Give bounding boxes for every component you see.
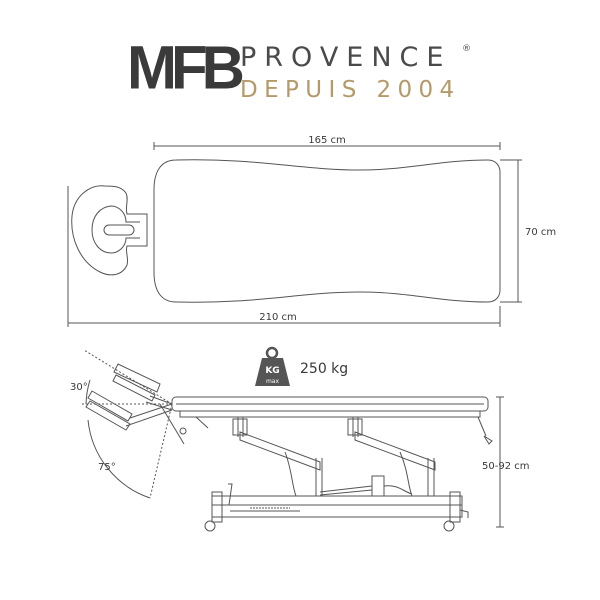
table-top-outline xyxy=(153,159,501,303)
weight-badge-bottom: max xyxy=(266,378,280,385)
castor-left xyxy=(204,520,216,532)
dim-width: 70 cm xyxy=(525,227,556,238)
brand-tagline: DEPUIS 2004 xyxy=(240,77,461,103)
top-view xyxy=(67,142,522,327)
angle-raised-label: 30° xyxy=(70,382,88,393)
registered-mark: ® xyxy=(462,44,471,54)
headrest-lowered xyxy=(85,390,209,445)
brand-mark: MFB xyxy=(127,33,245,102)
dim-height-range: 50-92 cm xyxy=(482,461,529,472)
side-view xyxy=(80,349,504,532)
max-load-label: 250 kg xyxy=(300,361,348,377)
face-cradle-pad xyxy=(103,224,135,236)
castor-right xyxy=(443,520,455,532)
headrest-raised xyxy=(112,363,173,411)
face-cradle-outline xyxy=(71,185,148,276)
brand-name: PROVENCE xyxy=(240,42,452,73)
brand-logo: MFB PROVENCE ® DEPUIS 2004 xyxy=(0,0,600,110)
weight-badge-top: KG xyxy=(265,366,279,376)
angle-lowered-label: 75° xyxy=(98,462,116,473)
base-frame xyxy=(211,495,463,506)
weight-icon xyxy=(255,346,290,386)
dim-top-length: 165 cm xyxy=(308,135,346,146)
dim-total-length: 210 cm xyxy=(259,312,297,323)
face-cradle-inner xyxy=(91,205,140,254)
